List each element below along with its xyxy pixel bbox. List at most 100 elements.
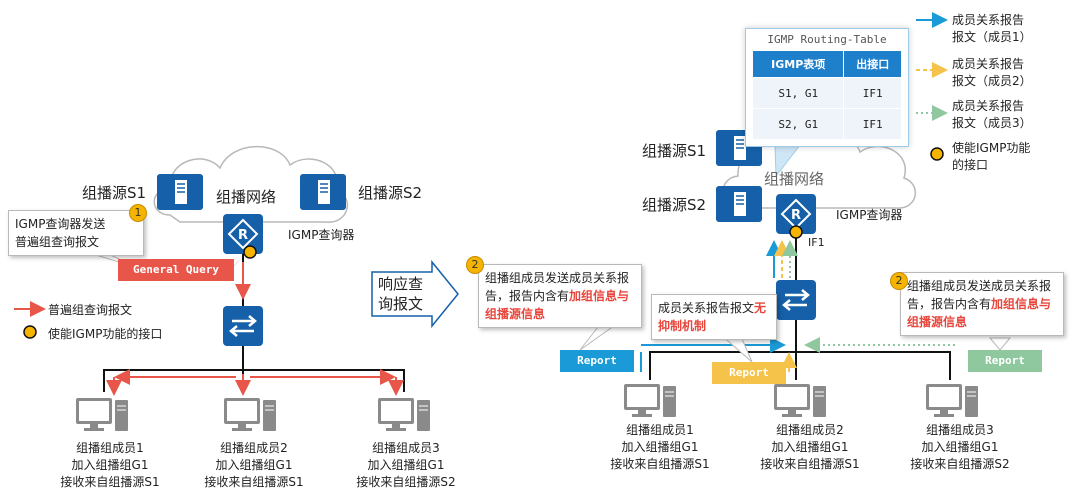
table-cell: IF1 xyxy=(843,108,902,140)
callout-text: 组播组成员发送成员关系报告，报告内含有 xyxy=(485,271,630,303)
report-callout-right: 组播组成员发送成员关系报告，报告内含有加组信息与组播源信息 xyxy=(900,272,1064,336)
member-group: 加入组播组G1 xyxy=(921,440,999,454)
source-s2-label-right: 组播源S2 xyxy=(642,196,707,214)
member-group: 加入组播组G1 xyxy=(771,440,849,454)
member-name: 组播组成员1 xyxy=(76,441,144,455)
querier-callout-left: IGMP查询器发送 普遍组查询报文 xyxy=(8,210,144,256)
callout-highlight: 加组信息与组播源信息 xyxy=(907,297,1052,329)
table-cell: S2, G1 xyxy=(751,108,845,140)
table-header-iface: 出接口 xyxy=(843,50,902,78)
table-cell: IF1 xyxy=(843,77,902,109)
report-tag-member2: Report xyxy=(712,362,786,384)
yellow-dot-icon-right xyxy=(930,147,944,161)
general-query-tag: General Query xyxy=(118,259,234,281)
legend-query-label: 普遍组查询报文 xyxy=(48,303,133,317)
report-callout-left: 组播组成员发送成员关系报告，报告内含有加组信息与组播源信息 xyxy=(478,264,642,328)
legend-line: 成员关系报告 xyxy=(952,99,1025,113)
query-tag-pointer xyxy=(232,256,243,268)
pc-icon-member1-right xyxy=(623,383,677,418)
member3-left: 组播组成员3 加入组播组G1 接收来自组播源S2 xyxy=(336,440,476,491)
legend-member2: 成员关系报告 报文（成员2） xyxy=(952,56,1032,90)
report-tag-member3: Report xyxy=(968,350,1042,372)
member-name: 组播组成员3 xyxy=(926,423,994,437)
member-name: 组播组成员2 xyxy=(776,423,844,437)
querier-label-left: IGMP查询器 xyxy=(288,228,355,242)
member2-right: 组播组成员2 加入组播组G1 接收来自组播源S1 xyxy=(740,422,880,473)
response-arrow-label: 响应查 询报文 xyxy=(378,274,423,314)
member-name: 组播组成员1 xyxy=(626,423,694,437)
interface-label: IF1 xyxy=(808,236,825,249)
table-grid: IGMP表项 出接口 S1, G1 IF1 S2, G1 IF1 xyxy=(751,50,902,140)
pc-icon-member3-left xyxy=(377,397,431,432)
member-group: 加入组播组G1 xyxy=(621,440,699,454)
source-s1-label-right: 组播源S1 xyxy=(642,142,707,160)
member3-right: 组播组成员3 加入组播组G1 接收来自组播源S2 xyxy=(890,422,1030,473)
member-name: 组播组成员2 xyxy=(220,441,288,455)
no-suppression-callout: 成员关系报告报文无抑制机制 xyxy=(651,294,777,340)
bus-left xyxy=(103,369,405,392)
server-icon-s1-left xyxy=(156,173,204,211)
member-group: 加入组播组G1 xyxy=(215,458,293,472)
callout-text: 组播组成员发送成员关系报告，报告内含有 xyxy=(907,279,1052,311)
response-arrow-line-1: 响应查 xyxy=(378,275,424,293)
callout-text: 成员关系报告报文 xyxy=(658,301,755,315)
callout-line-2: 普遍组查询报文 xyxy=(15,235,100,249)
legend-line: 报文（成员1） xyxy=(952,30,1032,44)
member-recv: 接收来自组播源S2 xyxy=(356,475,456,489)
member-recv: 接收来自组播源S2 xyxy=(910,457,1010,471)
querier-label-right: IGMP查询器 xyxy=(836,208,903,222)
legend-line: 的接口 xyxy=(952,158,989,172)
legend-line: 成员关系报告 xyxy=(952,57,1025,71)
member2-left: 组播组成员2 加入组播组G1 接收来自组播源S1 xyxy=(184,440,324,491)
member-group: 加入组播组G1 xyxy=(71,458,149,472)
table-header-entry: IGMP表项 xyxy=(751,50,845,78)
member-group: 加入组播组G1 xyxy=(367,458,445,472)
callout-highlight: 无抑制机制 xyxy=(658,301,767,333)
response-arrow-line-2: 询报文 xyxy=(378,295,424,313)
legend-line: 报文（成员2） xyxy=(952,74,1032,88)
step-badge-1: 1 xyxy=(129,204,147,222)
step-badge-2-right: 2 xyxy=(890,272,908,290)
step-badge-2-left: 2 xyxy=(466,256,484,274)
source-s1-label-left: 组播源S1 xyxy=(82,184,147,202)
legend-member3: 成员关系报告 报文（成员3） xyxy=(952,98,1032,132)
member-recv: 接收来自组播源S1 xyxy=(760,457,860,471)
server-icon-s2-right xyxy=(715,185,763,223)
network-label-left: 组播网络 xyxy=(216,188,277,206)
igmp-port-dot-left xyxy=(243,245,257,259)
legend-port-label-left: 使能IGMP功能的接口 xyxy=(48,327,163,341)
callout-line-1: IGMP查询器发送 xyxy=(15,217,106,231)
member1-right: 组播组成员1 加入组播组G1 接收来自组播源S1 xyxy=(590,422,730,473)
router-icon-left xyxy=(222,213,264,255)
legend-line: 报文（成员3） xyxy=(952,116,1032,130)
switch-icon-left xyxy=(221,304,265,348)
yellow-dot-icon xyxy=(23,325,37,339)
server-icon-s2-left xyxy=(299,173,347,211)
legend-line: 成员关系报告 xyxy=(952,13,1025,27)
callout-pointer-right-right xyxy=(988,337,1012,351)
member-recv: 接收来自组播源S1 xyxy=(60,475,160,489)
member1-left: 组播组成员1 加入组播组G1 接收来自组播源S1 xyxy=(40,440,180,491)
network-label-right: 组播网络 xyxy=(764,170,825,188)
pc-icon-member3-right xyxy=(925,383,979,418)
bus-right xyxy=(649,351,951,380)
report-tag-member1: Report xyxy=(560,350,634,372)
member-name: 组播组成员3 xyxy=(372,441,440,455)
igmp-port-dot-right xyxy=(789,225,803,239)
pc-icon-member2-left xyxy=(223,397,277,432)
table-cell: S1, G1 xyxy=(751,77,845,109)
legend-member1: 成员关系报告 报文（成员1） xyxy=(952,12,1032,46)
callout-highlight: 加组信息与组播源信息 xyxy=(485,289,630,321)
switch-icon-right xyxy=(774,278,818,322)
response-arrow-shape xyxy=(371,259,459,329)
pc-icon-member1-left xyxy=(75,397,129,432)
member-recv: 接收来自组播源S1 xyxy=(204,475,304,489)
table-title: IGMP Routing-Table xyxy=(767,33,887,46)
legend-port-right: 使能IGMP功能 的接口 xyxy=(952,140,1030,174)
member-recv: 接收来自组播源S1 xyxy=(610,457,710,471)
igmp-routing-table: IGMP Routing-Table IGMP表项 出接口 S1, G1 IF1… xyxy=(745,28,909,147)
source-s2-label-left: 组播源S2 xyxy=(358,184,423,202)
pc-icon-member2-right xyxy=(773,383,827,418)
legend-line: 使能IGMP功能 xyxy=(952,141,1031,155)
